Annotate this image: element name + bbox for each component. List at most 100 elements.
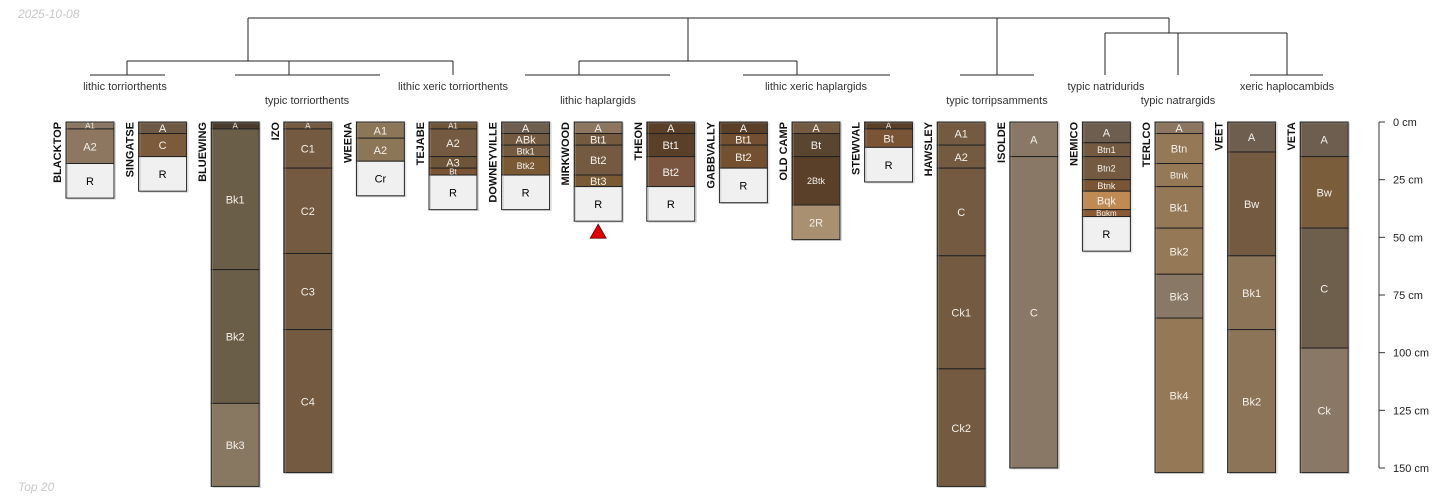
horizon-r — [138, 156, 188, 192]
horizon-r — [428, 174, 478, 211]
profile-name: VEET — [1214, 122, 1226, 151]
horizon-label: R — [159, 169, 167, 181]
depth-tick-label: 100 cm — [1393, 348, 1429, 360]
profile-name: TEJABE — [415, 122, 427, 165]
profile-name: SINGATSE — [125, 122, 137, 177]
horizon-label: Ck2 — [951, 423, 971, 435]
horizon-label: Bk1 — [1242, 288, 1261, 300]
horizon-label: C — [1030, 307, 1038, 319]
profile-name: WEENA — [342, 122, 354, 163]
horizon-label: C — [1320, 283, 1328, 295]
horizon-label: Bt3 — [590, 176, 607, 188]
profile-name: BLACKTOP — [52, 122, 64, 183]
horizon-a — [1227, 121, 1277, 153]
depth-tick-label: 125 cm — [1393, 405, 1429, 417]
profile-name: MIRKWOOD — [560, 122, 572, 186]
date-label: 2025-10-08 — [18, 7, 80, 21]
horizon-r — [573, 186, 623, 222]
horizon-label: R — [739, 181, 747, 193]
horizon-label: Bt2 — [735, 152, 752, 164]
horizon-label: Bt — [811, 140, 821, 152]
horizon-label: Btn1 — [1097, 145, 1116, 155]
horizon-label: Bw — [1317, 188, 1332, 200]
taxon-label: typic natrargids — [1141, 95, 1216, 107]
profile-shadow — [1083, 122, 1133, 253]
profile-shadow — [284, 122, 334, 474]
depth-tick-label: 0 cm — [1393, 117, 1417, 129]
horizon-label: ABk — [516, 134, 537, 146]
horizon-label: Bk4 — [1170, 391, 1189, 403]
horizon-c4 — [283, 329, 333, 474]
profile-name: OLD CAMP — [778, 122, 790, 181]
horizon-label: A1 — [374, 125, 387, 137]
profile-shadow — [647, 122, 697, 223]
horizon-label: A — [159, 123, 167, 135]
profile-shadow — [938, 122, 988, 488]
horizon-label: Bk2 — [226, 332, 245, 344]
horizon-label: Cr — [375, 174, 387, 186]
horizon-label: C — [159, 140, 167, 152]
horizon-bk1 — [1227, 255, 1277, 331]
taxon-label: lithic xeric haplargids — [765, 81, 868, 93]
horizon-label: A2 — [954, 152, 967, 164]
horizon-ck2 — [936, 368, 986, 487]
profile-name: VETA — [1286, 122, 1298, 151]
profile-shadow — [357, 122, 407, 198]
horizon-r — [65, 163, 115, 199]
profile-name: TERLCO — [1141, 122, 1153, 168]
horizon-label: A — [1248, 132, 1256, 144]
horizon-a2 — [65, 128, 115, 165]
horizon-label: R — [86, 176, 94, 188]
profile-name: HAWSLEY — [923, 121, 935, 176]
horizon-c2 — [283, 167, 333, 254]
profile-name: STEWVAL — [851, 122, 863, 175]
profile-shadow — [67, 122, 116, 200]
horizon-label: Bqkm — [1096, 209, 1117, 218]
horizon-label: Btk1 — [517, 146, 535, 156]
horizon-label: R — [1102, 229, 1110, 241]
horizon-label: Bt — [449, 168, 457, 177]
horizon-label: Bt2 — [590, 155, 607, 167]
depth-tick-label: 50 cm — [1393, 232, 1423, 244]
horizon-label: 2R — [809, 218, 823, 230]
horizon-label: C — [957, 207, 965, 219]
horizon-label: A2 — [374, 145, 387, 157]
horizon-bk1 — [210, 128, 260, 271]
horizon-label: A — [522, 123, 530, 135]
horizon-c — [1299, 227, 1349, 349]
horizon-label: Bt1 — [590, 134, 607, 146]
horizon-label: Btn — [1171, 144, 1188, 156]
horizon-label: 2Btk — [807, 176, 826, 186]
horizon-2r — [791, 204, 841, 241]
horizon-label: C2 — [301, 206, 315, 218]
profile-shadow — [720, 122, 770, 205]
caption-label: Top 20 — [18, 480, 55, 494]
horizon-label: A1 — [954, 129, 967, 141]
horizon-label: A — [1030, 134, 1038, 146]
horizon-label: A — [305, 122, 311, 131]
horizon-label: A2 — [446, 138, 459, 150]
horizon-r — [501, 174, 551, 211]
profile-shadow — [139, 122, 189, 193]
horizon-label: Bk1 — [1170, 203, 1189, 215]
horizon-label: Bk2 — [1170, 246, 1189, 258]
horizon-label: A — [667, 123, 675, 135]
horizon-label: A — [595, 123, 603, 135]
profile-shadow — [212, 122, 261, 488]
horizon-label: Btnk — [1097, 181, 1116, 191]
profile-name: THEON — [633, 122, 645, 161]
profile-shadow — [1010, 122, 1060, 470]
horizon-label: Bk2 — [1242, 396, 1261, 408]
horizon-c1 — [283, 128, 333, 169]
horizon-label: A — [1321, 134, 1329, 146]
horizon-label: Bk3 — [1170, 291, 1189, 303]
taxon-label: lithic xeric torriorthents — [398, 81, 509, 93]
horizon-label: Bt1 — [735, 134, 752, 146]
horizon-label: R — [449, 188, 457, 200]
horizon-label: A3 — [446, 158, 459, 170]
horizon-r — [864, 146, 914, 183]
horizon-bt2 — [646, 156, 696, 188]
profile-name: GABBVALLY — [705, 121, 717, 188]
